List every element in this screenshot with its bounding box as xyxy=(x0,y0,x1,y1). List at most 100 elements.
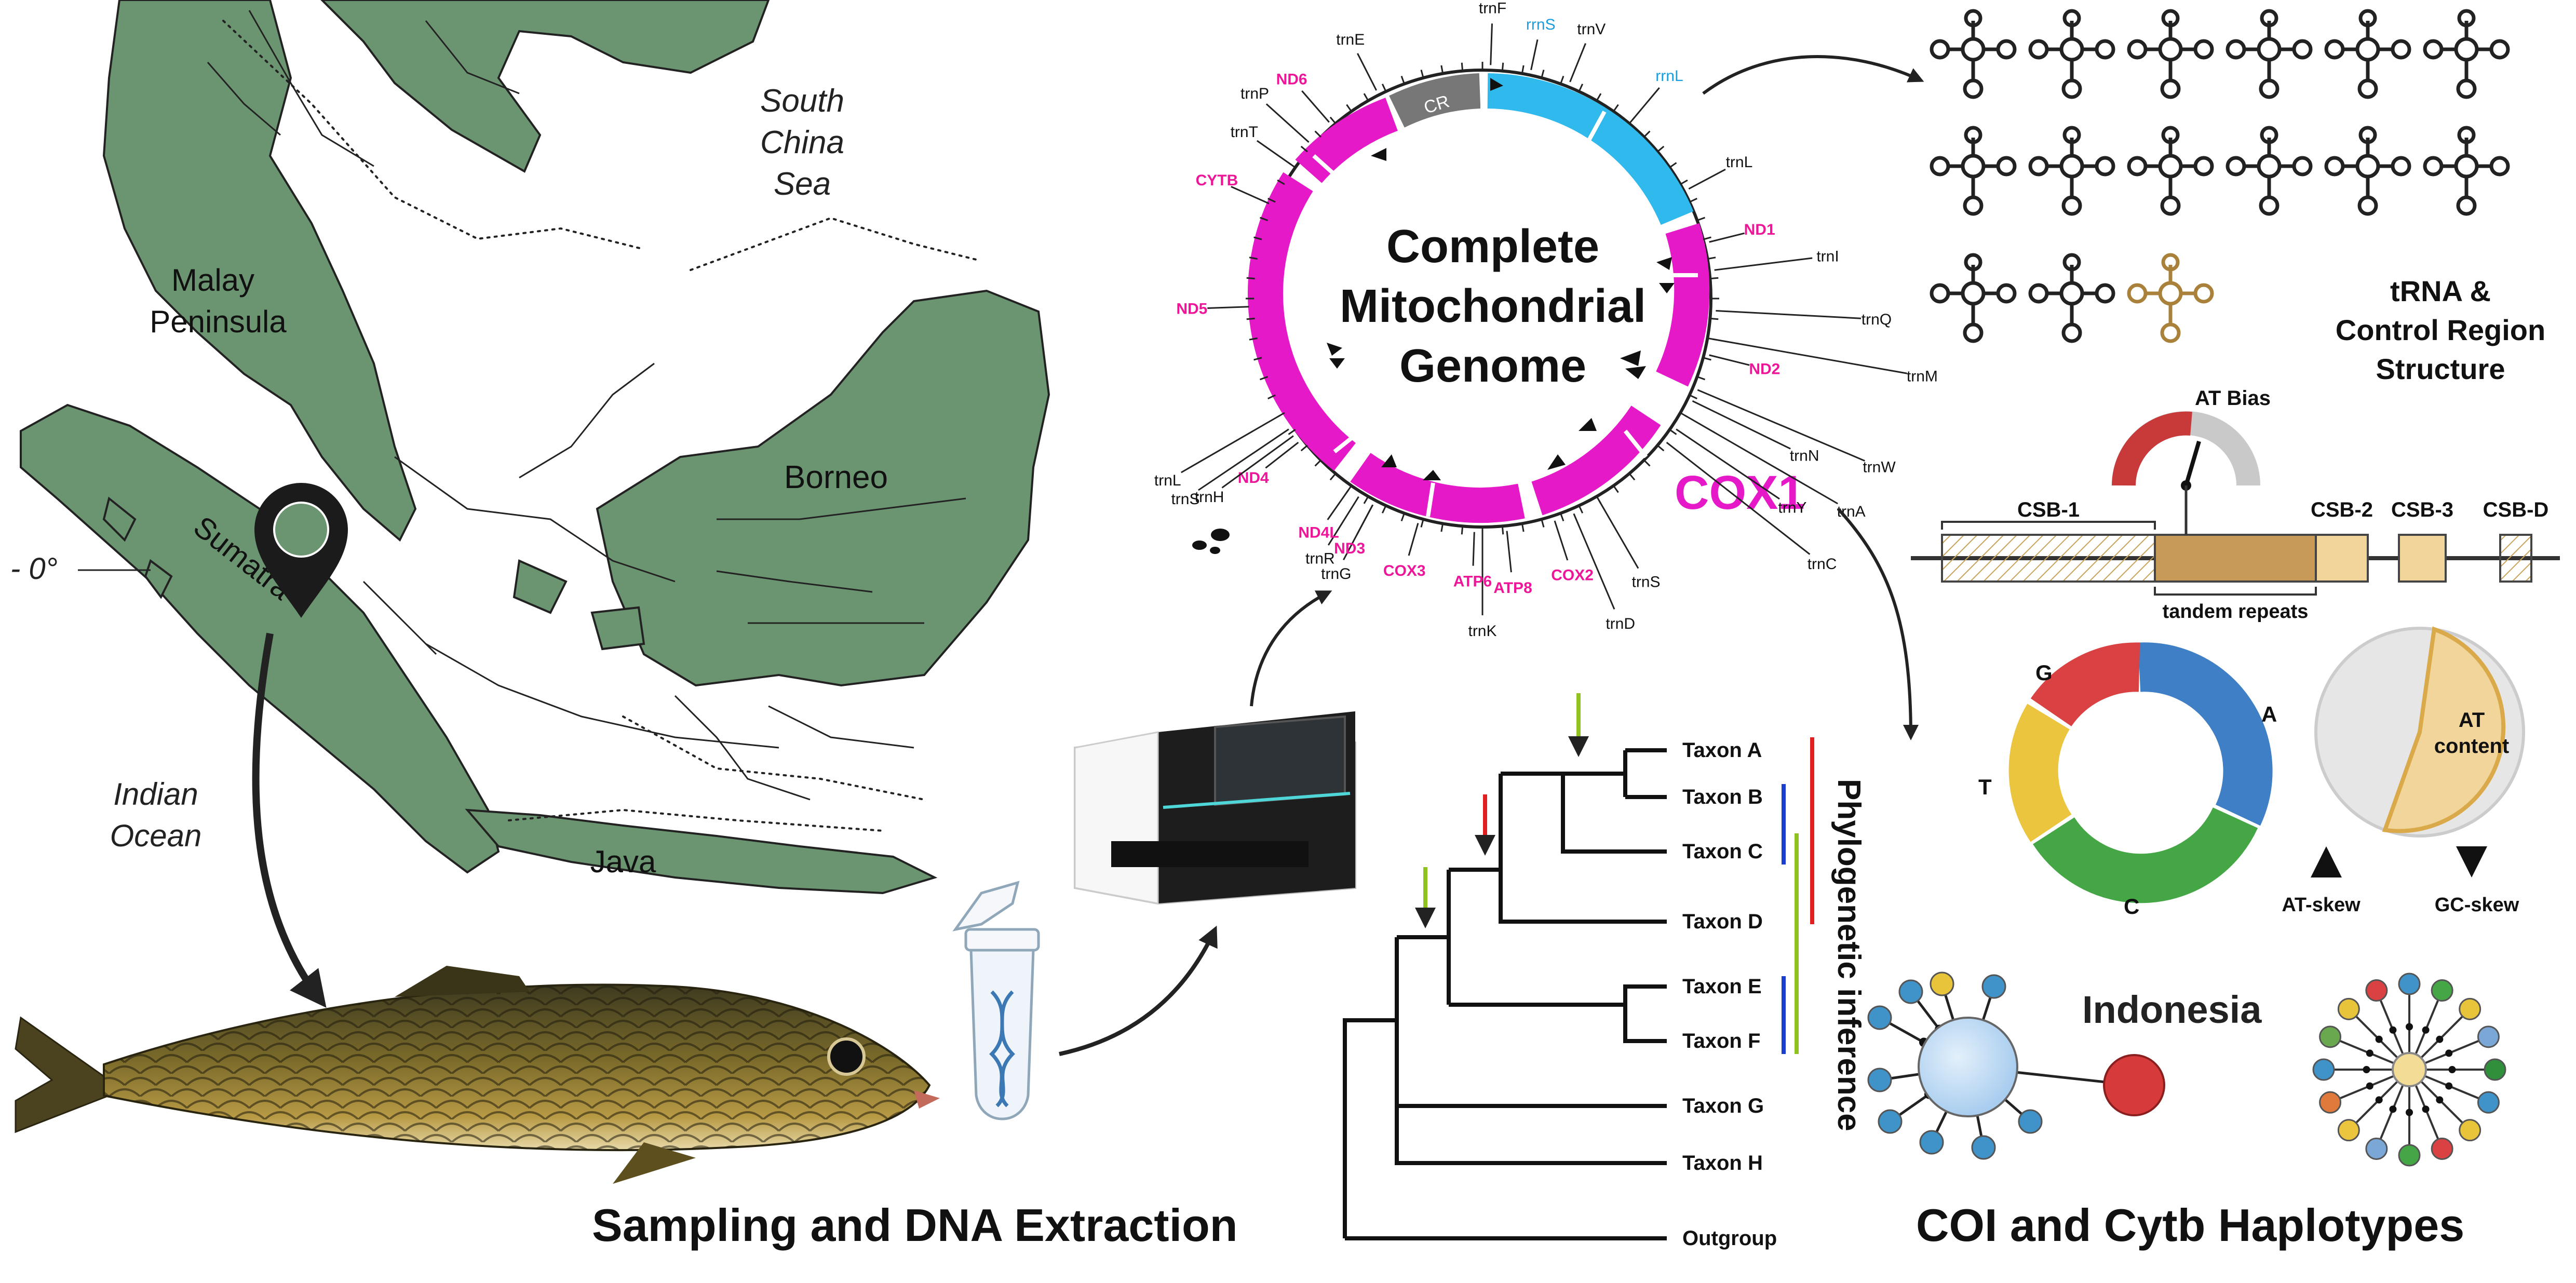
gene-leader-line xyxy=(1408,523,1419,556)
gene-label-cytb: CYTB xyxy=(1196,172,1238,189)
gene-leader-line xyxy=(1632,87,1660,120)
gene-label-nd4l: ND4L xyxy=(1298,524,1339,542)
gene-leader-line xyxy=(1256,140,1292,166)
base-g-label: G xyxy=(2035,660,2053,685)
mitogenome-title-line-2: Mitochondrial xyxy=(1340,280,1646,332)
trna-structure-grid xyxy=(1930,9,2510,343)
west-island xyxy=(102,496,137,542)
gene-label-nd5: ND5 xyxy=(1176,301,1207,318)
gene-label-trnl: trnL xyxy=(1726,154,1753,171)
at-content-label-line-2: content xyxy=(2434,735,2509,758)
tube-to-sequencer-arrow xyxy=(1059,925,1218,1056)
haplotype-network-icon-2 xyxy=(2312,973,2506,1167)
gene-leader-line xyxy=(1530,39,1539,71)
gene-label-trnc: trnC xyxy=(1808,556,1837,573)
gene-label-nd3: ND3 xyxy=(1334,540,1365,557)
trna-cloverleaf-icon xyxy=(1930,253,2017,343)
gc-skew-label: GC-skew xyxy=(2435,894,2519,916)
base-a-label: A xyxy=(2261,702,2277,726)
gene-label-trnd: trnD xyxy=(1606,615,1635,632)
gene-leader-line xyxy=(1357,53,1378,91)
tandem-repeats-label: tandem repeats xyxy=(2163,601,2309,623)
gene-leader-line xyxy=(1714,257,1813,271)
trna-cloverleaf-icon xyxy=(1930,126,2017,216)
map-coastlines xyxy=(20,0,1050,895)
gene-leader-line xyxy=(1569,43,1586,83)
gene-label-nd6: ND6 xyxy=(1276,71,1307,88)
gene-leader-line xyxy=(1472,532,1475,566)
gene-label-trnp: trnP xyxy=(1240,85,1269,102)
gene-leader-line xyxy=(1197,428,1289,491)
node-arrows xyxy=(1415,693,1589,928)
gene-leader-line xyxy=(1709,232,1745,243)
gene-label-trni: trnI xyxy=(1816,248,1839,265)
gene-label-nd1: ND1 xyxy=(1744,221,1775,238)
trna-cloverleaf-icon xyxy=(2127,126,2214,216)
csb-2-label: CSB-2 xyxy=(2311,498,2373,521)
at-skew-triangle-icon xyxy=(2311,846,2342,877)
trna-cloverleaf-icon xyxy=(2127,253,2214,343)
phylogeny-vertical-title: Phylogenetic inference xyxy=(1831,779,1867,1131)
java-land xyxy=(465,808,938,895)
gene-leader-line xyxy=(1327,496,1359,546)
gene-leader-line xyxy=(1181,414,1281,474)
gene-label-atp8: ATP8 xyxy=(1493,579,1532,597)
tandem-repeats-box xyxy=(2154,534,2317,583)
base-c-label: C xyxy=(2124,894,2139,919)
location-pin-icon xyxy=(254,483,348,618)
map-to-fish-arrow xyxy=(252,632,327,1008)
gene-leader-line xyxy=(1231,186,1270,205)
gene-leader-line xyxy=(1207,306,1249,309)
taxon-labels: Taxon A Taxon B Taxon C Taxon D Taxon E … xyxy=(1682,739,1777,1250)
at-bias-label: AT Bias xyxy=(2195,387,2271,410)
trna-cloverleaf-icon xyxy=(2423,126,2510,216)
trna-cloverleaf-icon xyxy=(2127,9,2214,99)
trna-cloverleaf-icon xyxy=(2324,9,2411,99)
clade-bars xyxy=(1782,737,1814,1054)
phylogenetic-tree xyxy=(1343,748,1667,1240)
taxon-f-label: Taxon F xyxy=(1682,1030,1760,1052)
belitung-island xyxy=(590,606,645,651)
sampling-title: Sampling and DNA Extraction xyxy=(592,1199,1238,1251)
gene-leader-line xyxy=(1221,435,1294,489)
gene-label-cox3: COX3 xyxy=(1383,562,1426,579)
control-region-diagram: AT Bias CSB-1 CSB-2 CSB-3 CSB-D tandem r… xyxy=(1911,387,2560,623)
gene-label-nd4: ND4 xyxy=(1238,469,1269,487)
sea-label-line-2: China xyxy=(760,125,844,160)
base-composition-donut: A C T G xyxy=(1978,642,2277,919)
borneo-land xyxy=(596,289,1050,687)
equator-label: - 0° xyxy=(10,552,58,586)
sequencer-to-genome-arrow xyxy=(1250,590,1332,707)
sea-label-line-1: South xyxy=(760,83,844,119)
csb-d-box xyxy=(2499,534,2532,583)
decorative-speck xyxy=(1192,529,1230,554)
gene-label-trnm: trnM xyxy=(1907,368,1938,385)
gene-leader-line xyxy=(1684,414,1838,505)
mitogenome-ticks xyxy=(1246,62,1719,535)
gene-leader-line xyxy=(1265,103,1310,143)
taxon-d-label: Taxon D xyxy=(1682,910,1763,933)
borneo-label: Borneo xyxy=(784,460,888,495)
haplotype-location-label: Indonesia xyxy=(2082,988,2262,1031)
west-island-2 xyxy=(144,559,173,599)
gene-label-cox2: COX2 xyxy=(1551,567,1594,584)
at-content-label-line-1: AT xyxy=(2459,709,2485,732)
at-skew-label: AT-skew xyxy=(2282,894,2361,916)
dna-tube-icon xyxy=(952,881,1040,1120)
gene-leader-line xyxy=(1712,338,1907,374)
trna-cloverleaf-icon xyxy=(2028,126,2115,216)
trna-cloverleaf-icon xyxy=(2226,126,2313,216)
trna-cloverleaf-icon xyxy=(2324,126,2411,216)
mitogenome-segment-dividers xyxy=(1287,73,1698,520)
csb-1-box xyxy=(1941,534,2156,583)
csb-3-box xyxy=(2398,534,2447,583)
taxon-c-label: Taxon C xyxy=(1682,840,1763,863)
gene-label-trnk: trnK xyxy=(1468,623,1496,640)
csb-2-box xyxy=(2315,534,2369,583)
mitogenome-title-line-1: Complete xyxy=(1386,221,1599,273)
gene-leader-line xyxy=(1666,441,1811,555)
gene-leader-line xyxy=(1265,441,1299,469)
mitogenome-segments xyxy=(1248,73,1710,523)
